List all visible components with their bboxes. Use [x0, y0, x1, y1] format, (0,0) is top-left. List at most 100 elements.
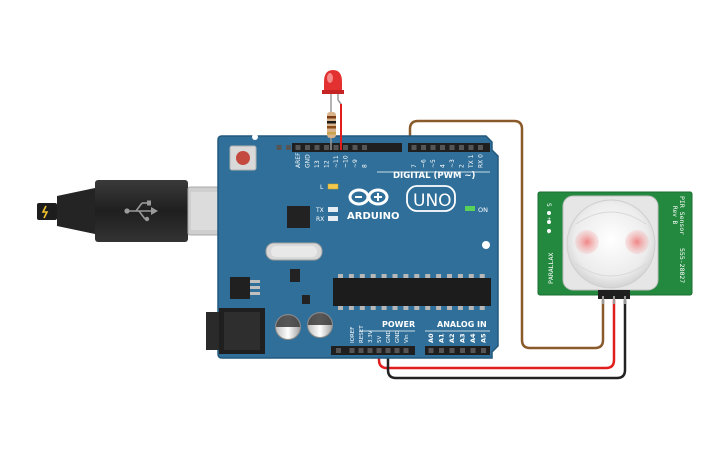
analog-label: ANALOG IN: [437, 320, 487, 329]
sensor-brand: PARALLAX: [547, 253, 555, 284]
header-pin[interactable]: [367, 348, 373, 353]
power-wire[interactable]: [377, 298, 616, 370]
dc-power-jack[interactable]: [206, 308, 265, 354]
sensor-part: 555-28027: [678, 248, 686, 283]
analog-pin-label: A3: [459, 333, 467, 343]
arduino-logo: [348, 188, 389, 206]
top-pin-label: GND: [305, 154, 312, 168]
power-pin-label: IOREF: [350, 327, 356, 343]
header-pin[interactable]: [411, 145, 417, 150]
header-pin[interactable]: [349, 348, 355, 353]
tx-label: TX: [315, 207, 324, 214]
capacitor: [275, 314, 301, 340]
analog-pin-label: A2: [448, 333, 456, 343]
sensor-pin-mark: +: [545, 217, 552, 221]
header-pin[interactable]: [333, 145, 339, 150]
wires: [377, 119, 627, 380]
tx-led: [328, 207, 338, 212]
pir-sensor[interactable]: S + - PARALLAX PIR Sensor Rev B 555-28027: [537, 191, 693, 304]
power-label: POWER: [382, 320, 415, 329]
header-pin[interactable]: [428, 348, 434, 353]
header-pin[interactable]: [403, 348, 409, 353]
top-pin-label: ~10: [343, 155, 350, 168]
header-pin[interactable]: [459, 145, 464, 150]
power-pin-label: GND: [386, 330, 392, 343]
reset-button[interactable]: [229, 145, 257, 171]
top-pin-label: TX 1: [468, 154, 475, 169]
header-pin[interactable]: [385, 348, 391, 353]
header-pin[interactable]: [439, 348, 444, 353]
header-pin[interactable]: [343, 145, 348, 150]
header-pin[interactable]: [440, 145, 445, 150]
atmega-chip: [333, 274, 491, 310]
analog-pin-label: A4: [469, 333, 477, 343]
top-pin-label: ~9: [352, 159, 359, 168]
header-pin[interactable]: [481, 348, 486, 353]
header-pin[interactable]: [336, 348, 341, 353]
header-pin[interactable]: [305, 145, 310, 150]
top-pin-label: RX 0: [478, 154, 485, 168]
crystal: [265, 242, 323, 261]
top-pin-label: 13: [314, 160, 321, 168]
header-pin[interactable]: [314, 145, 320, 150]
small-component: [290, 269, 300, 282]
header-pin[interactable]: [460, 348, 465, 353]
header-pin[interactable]: [449, 348, 455, 353]
power-header: [331, 346, 415, 355]
sensor-pin-mark: -: [545, 231, 552, 235]
header-pin[interactable]: [295, 145, 301, 150]
header-pin[interactable]: [478, 145, 483, 150]
top-pin-label: AREF: [295, 152, 302, 168]
usb-icon: [124, 200, 158, 222]
resistor[interactable]: [327, 106, 336, 150]
top-pin-label: ~6: [421, 159, 428, 168]
pir-dome: [562, 195, 659, 291]
pin-dot: [547, 229, 551, 233]
top-pin-label: 4: [440, 164, 447, 168]
ground-wire[interactable]: [386, 298, 627, 380]
header-pin[interactable]: [358, 348, 364, 353]
top-pin-label: 7: [411, 164, 418, 168]
header-pin[interactable]: [376, 348, 382, 353]
top-pin-label: 8: [362, 164, 369, 168]
header-pin[interactable]: [470, 348, 476, 353]
svg-text:UNO: UNO: [413, 191, 452, 211]
header-pin[interactable]: [449, 145, 455, 150]
sensor-pin-mark: S: [545, 203, 552, 207]
sensor-rev: Rev B: [671, 206, 678, 224]
power-pin-label: Vin: [404, 334, 410, 343]
header-pin[interactable]: [394, 348, 400, 353]
usb-chip: [287, 206, 310, 228]
header-pin[interactable]: [352, 145, 358, 150]
header-pin[interactable]: [286, 145, 291, 150]
usb-cable[interactable]: [37, 180, 237, 242]
pin-dot: [547, 220, 551, 224]
analog-pin-label: A0: [427, 333, 435, 343]
mounting-hole: [482, 241, 490, 249]
mounting-hole: [252, 134, 258, 140]
header-pin[interactable]: [324, 145, 329, 150]
top-pin-label: 12: [324, 160, 331, 168]
header-pin[interactable]: [468, 145, 474, 150]
header-pin[interactable]: [430, 145, 436, 150]
uno-badge: UNO: [406, 185, 456, 212]
power-led: [465, 206, 475, 211]
board-name: ARDUINO: [347, 211, 399, 222]
digital-header-label: DIGITAL (PWM ~): [393, 171, 475, 181]
sensor-title: PIR Sensor: [678, 196, 686, 235]
pin-dot: [547, 211, 551, 215]
voltage-regulator: [230, 277, 260, 299]
power-pin-label: 3.3V: [368, 330, 374, 343]
analog-header: [425, 346, 490, 355]
rx-label: RX: [316, 216, 324, 223]
header-pin[interactable]: [362, 145, 367, 150]
header-pin[interactable]: [276, 145, 282, 150]
power-pin-label: RESET: [359, 325, 365, 343]
capacitor: [307, 312, 333, 338]
signal-wire[interactable]: [408, 119, 605, 350]
top-pin-label: ~5: [430, 159, 437, 168]
small-component: [302, 295, 310, 304]
header-pin[interactable]: [421, 145, 426, 150]
